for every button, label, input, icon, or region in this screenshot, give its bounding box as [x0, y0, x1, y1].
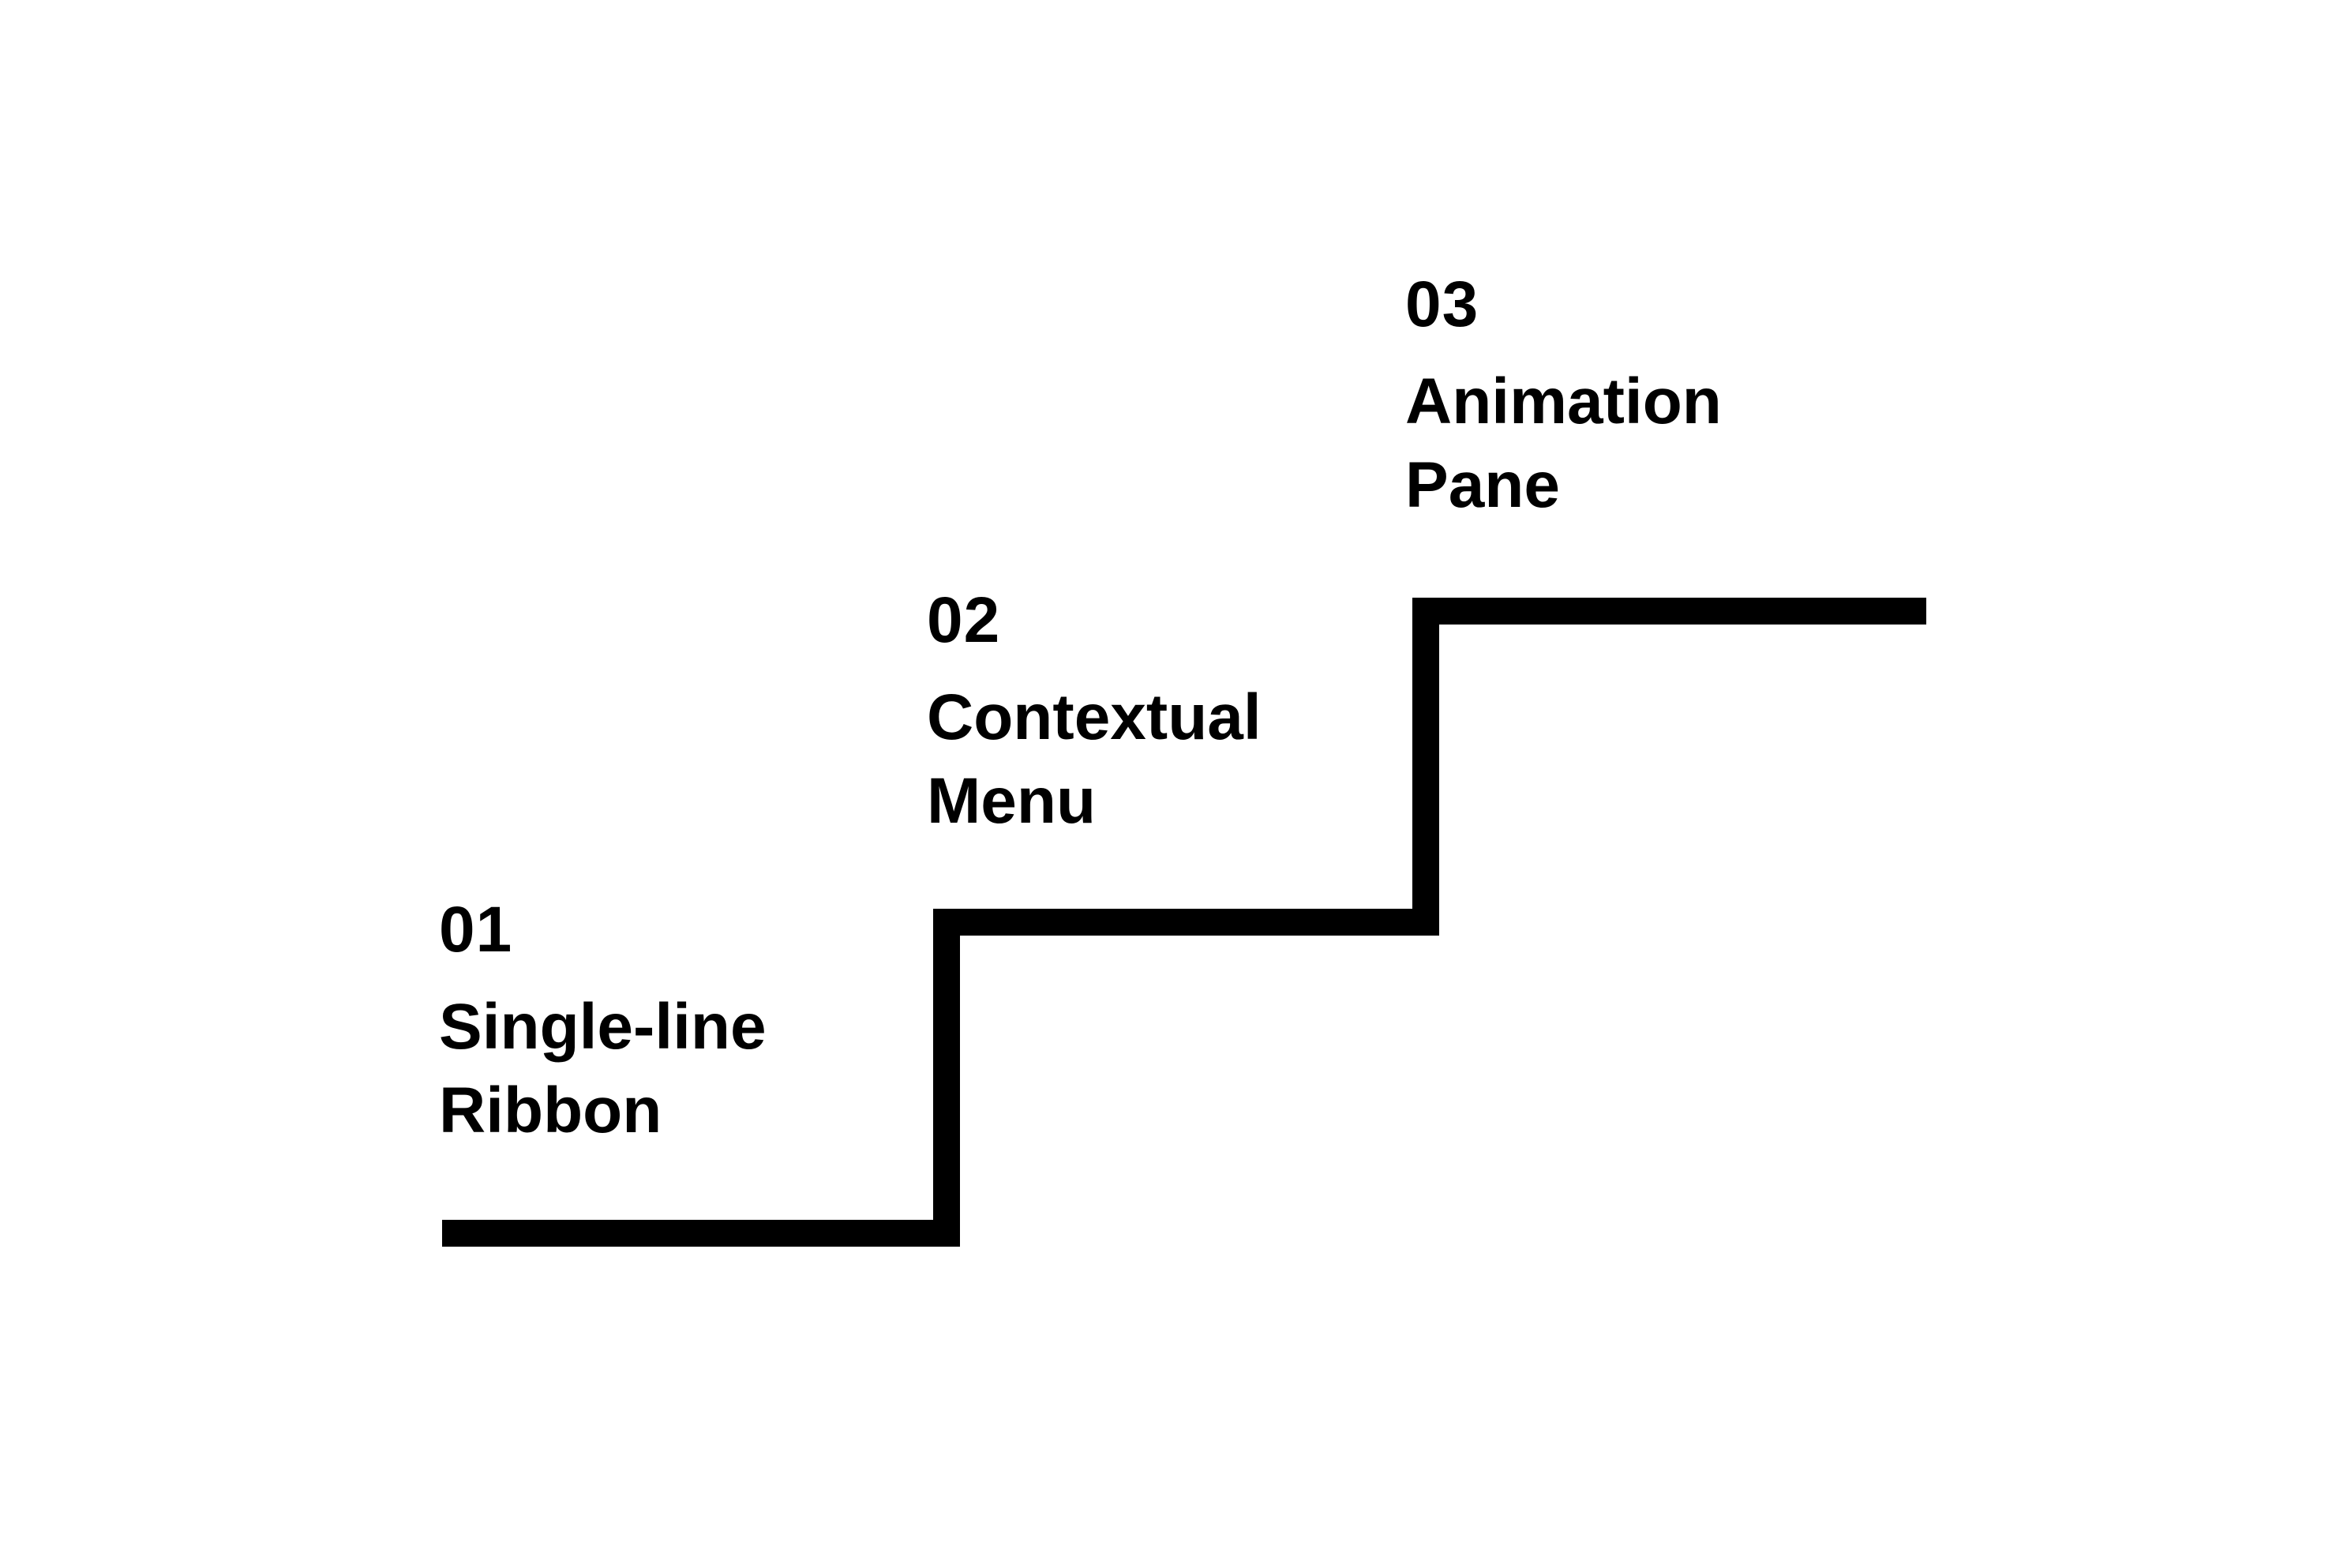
step-1-label: 01 Single-line Ribbon: [439, 892, 767, 1153]
step-3-title-line-1: Animation: [1405, 366, 1722, 437]
step-1-title-line-1: Single-line: [439, 991, 767, 1063]
step-3-title-line-2: Pane: [1405, 449, 1560, 521]
step-1-title-line-2: Ribbon: [439, 1075, 662, 1146]
step-1-title: Single-line Ribbon: [439, 985, 767, 1153]
step-2-title-line-2: Menu: [927, 765, 1097, 837]
step-2-label: 02 Contextual Menu: [927, 583, 1262, 843]
step-2-number: 02: [927, 584, 1001, 656]
step-3-title: Animation Pane: [1405, 360, 1722, 527]
step-1-number: 01: [439, 894, 513, 966]
staircase-line: [442, 598, 1926, 1247]
step-2-title-line-1: Contextual: [927, 681, 1262, 753]
step-3-label: 03 Animation Pane: [1405, 267, 1722, 527]
step-3-number: 03: [1405, 268, 1479, 340]
step-2-title: Contextual Menu: [927, 676, 1262, 843]
